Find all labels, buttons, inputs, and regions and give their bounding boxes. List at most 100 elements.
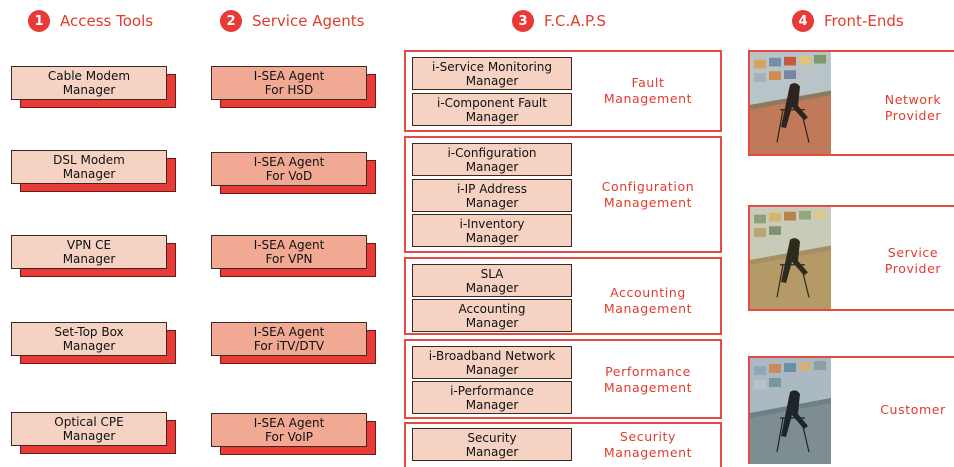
header-service-agents: 2 Service Agents bbox=[220, 8, 364, 34]
group-label-line: Management bbox=[603, 301, 693, 316]
fault-management-group: i-Service Monitoring Manager i-Component… bbox=[404, 50, 722, 132]
group-label-line: Management bbox=[603, 380, 693, 395]
accounting-management-group: SLA Manager Accounting Manager Accountin… bbox=[404, 257, 722, 335]
header-label: F.C.A.P.S bbox=[544, 12, 606, 30]
box-line: DSL Modem bbox=[53, 153, 125, 167]
manager-box: i-IP Address Manager bbox=[412, 179, 572, 212]
manager-box: Accounting Manager bbox=[412, 299, 572, 332]
box-line: i-Broadband Network bbox=[428, 348, 556, 363]
access-tool-cable-modem: Cable Modem Manager bbox=[11, 66, 176, 108]
box-line: For VoIP bbox=[265, 430, 313, 444]
manager-box: i-Broadband Network Manager bbox=[412, 346, 572, 379]
access-tool-box: VPN CE Manager bbox=[11, 235, 167, 269]
header-label: Front-Ends bbox=[824, 12, 904, 30]
front-end-image bbox=[750, 358, 831, 464]
agent-vod: I-SEA Agent For VoD bbox=[211, 152, 376, 194]
agent-box: I-SEA Agent For VoIP bbox=[211, 413, 367, 447]
box-line: For VPN bbox=[265, 252, 313, 266]
box-line: Manager bbox=[465, 195, 519, 210]
manager-box: i-Performance Manager bbox=[412, 381, 572, 414]
access-tool-box: Set-Top Box Manager bbox=[11, 322, 167, 356]
front-end-label: Service Provider bbox=[870, 245, 954, 277]
header-fcaps: 3 F.C.A.P.S bbox=[512, 8, 606, 34]
group-label-line: Management bbox=[603, 195, 693, 210]
security-management-group: Security Manager Security Management bbox=[404, 422, 722, 467]
box-line: I-SEA Agent bbox=[253, 155, 325, 169]
agent-box: I-SEA Agent For VoD bbox=[211, 152, 367, 186]
group-label: Accounting Management bbox=[578, 285, 718, 317]
box-line: Manager bbox=[465, 315, 519, 330]
access-tool-box: Cable Modem Manager bbox=[11, 66, 167, 100]
box-line: Manager bbox=[465, 230, 519, 245]
front-end-label: Network Provider bbox=[870, 92, 954, 124]
box-line: Manager bbox=[465, 109, 519, 124]
box-line: i-Service Monitoring bbox=[432, 59, 552, 74]
box-line: Manager bbox=[465, 73, 519, 88]
box-line: Manager bbox=[62, 252, 116, 266]
box-line: Manager bbox=[62, 83, 116, 97]
box-line: Optical CPE bbox=[54, 415, 124, 429]
agent-box: I-SEA Agent For VPN bbox=[211, 235, 367, 269]
group-label: Security Management bbox=[578, 429, 718, 461]
box-line: Manager bbox=[465, 280, 519, 295]
step-number: 4 bbox=[792, 10, 814, 32]
box-line: I-SEA Agent bbox=[253, 416, 325, 430]
front-end-service-provider: Service Provider bbox=[748, 205, 954, 311]
manager-box: i-Component Fault Manager bbox=[412, 93, 572, 126]
step-number: 1 bbox=[28, 10, 50, 32]
box-line: VPN CE bbox=[66, 238, 112, 252]
manager-box: i-Inventory Manager bbox=[412, 214, 572, 247]
access-tool-set-top-box: Set-Top Box Manager bbox=[11, 322, 176, 364]
group-label: Performance Management bbox=[578, 364, 718, 396]
header-label: Service Agents bbox=[252, 12, 365, 30]
box-line: Manager bbox=[62, 167, 116, 181]
header-front-ends: 4 Front-Ends bbox=[792, 8, 904, 34]
box-line: SLA bbox=[480, 266, 504, 281]
front-end-image bbox=[750, 52, 831, 154]
group-label-line: Accounting bbox=[610, 285, 686, 300]
header-access-tools: 1 Access Tools bbox=[28, 8, 153, 34]
group-label-line: Security bbox=[619, 429, 677, 444]
manager-box: i-Service Monitoring Manager bbox=[412, 57, 572, 90]
front-end-customer: Customer bbox=[748, 356, 954, 464]
header-label: Access Tools bbox=[60, 12, 154, 30]
front-end-label-line: Network bbox=[884, 92, 942, 107]
group-label-line: Fault bbox=[631, 75, 665, 90]
box-line: I-SEA Agent bbox=[253, 238, 325, 252]
box-line: Manager bbox=[465, 159, 519, 174]
box-line: For HSD bbox=[264, 83, 314, 97]
step-number: 2 bbox=[220, 10, 242, 32]
box-line: Manager bbox=[465, 397, 519, 412]
box-line: I-SEA Agent bbox=[253, 69, 325, 83]
box-line: Cable Modem bbox=[47, 69, 131, 83]
box-line: i-Configuration bbox=[447, 145, 537, 160]
agent-box: I-SEA Agent For HSD bbox=[211, 66, 367, 100]
box-line: Manager bbox=[62, 429, 116, 443]
manager-box: SLA Manager bbox=[412, 264, 572, 297]
box-line: I-SEA Agent bbox=[253, 325, 325, 339]
group-label: Fault Management bbox=[578, 75, 718, 107]
access-tool-vpn-ce: VPN CE Manager bbox=[11, 235, 176, 277]
access-tool-box: DSL Modem Manager bbox=[11, 150, 167, 184]
step-number: 3 bbox=[512, 10, 534, 32]
group-label-line: Performance bbox=[605, 364, 691, 379]
front-end-image bbox=[750, 207, 831, 309]
front-end-label-line: Provider bbox=[884, 108, 942, 123]
access-tool-dsl-modem: DSL Modem Manager bbox=[11, 150, 176, 192]
front-end-label: Customer bbox=[870, 402, 954, 418]
access-tool-box: Optical CPE Manager bbox=[11, 412, 167, 446]
agent-vpn: I-SEA Agent For VPN bbox=[211, 235, 376, 277]
access-tool-optical-cpe: Optical CPE Manager bbox=[11, 412, 176, 454]
front-end-label-line: Service bbox=[887, 245, 939, 260]
manager-box: i-Configuration Manager bbox=[412, 143, 572, 176]
agent-hsd: I-SEA Agent For HSD bbox=[211, 66, 376, 108]
box-line: i-Performance bbox=[450, 383, 534, 398]
front-end-network-provider: Network Provider bbox=[748, 50, 954, 156]
group-label-line: Configuration bbox=[601, 179, 695, 194]
box-line: Manager bbox=[62, 339, 116, 353]
group-label: Configuration Management bbox=[578, 179, 718, 211]
box-line: Accounting bbox=[458, 301, 526, 316]
agent-voip: I-SEA Agent For VoIP bbox=[211, 413, 376, 455]
group-label-line: Management bbox=[603, 445, 693, 460]
box-line: Manager bbox=[465, 362, 519, 377]
